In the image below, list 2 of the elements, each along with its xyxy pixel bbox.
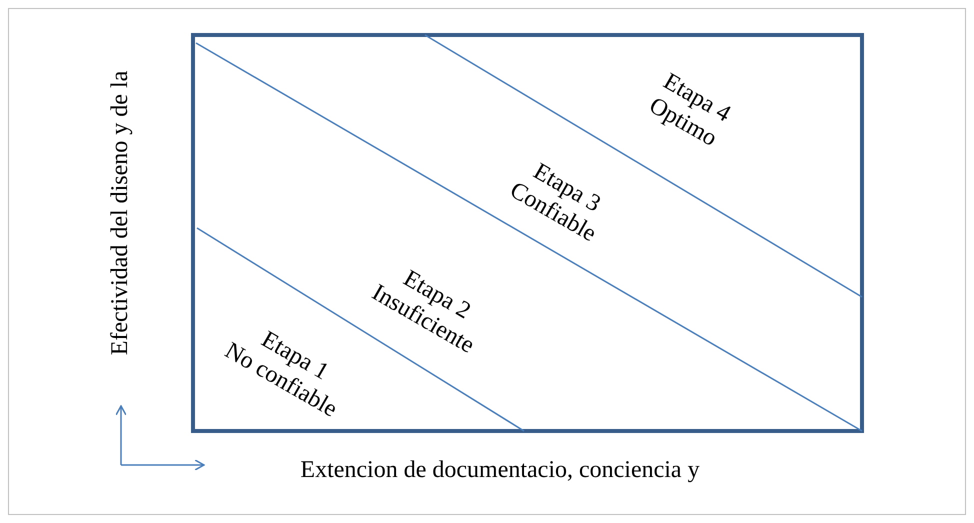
axis-label: Efectividad del diseno y de la <box>106 70 134 356</box>
axis-label: Extencion de documentacio, conciencia y <box>300 456 700 484</box>
